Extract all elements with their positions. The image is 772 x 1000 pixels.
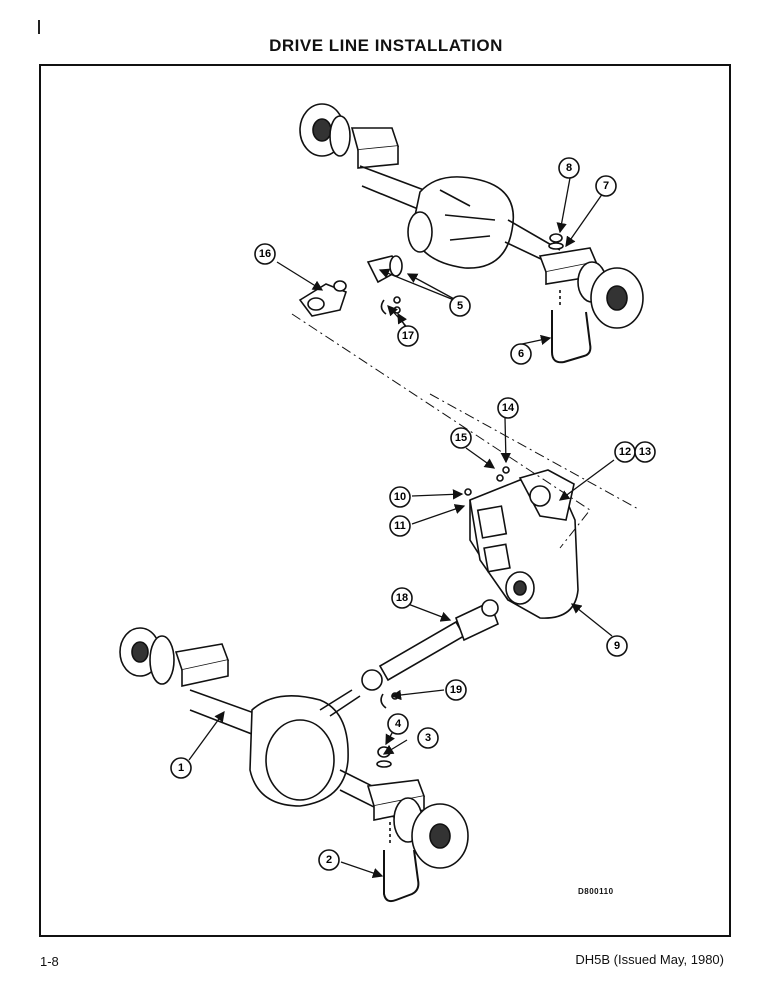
margin-mark <box>38 20 40 34</box>
callout-10: 10 <box>394 491 406 503</box>
callout-1: 1 <box>178 762 184 774</box>
callout-9: 9 <box>614 640 620 652</box>
callout-11: 11 <box>394 520 406 532</box>
callout-13: 13 <box>639 446 651 458</box>
callout-6: 6 <box>518 348 524 360</box>
callout-5: 5 <box>457 300 463 312</box>
callout-14: 14 <box>502 402 515 414</box>
page-title: DRIVE LINE INSTALLATION <box>269 36 503 55</box>
callout-4: 4 <box>395 718 402 730</box>
page-number: 1-8 <box>40 954 59 969</box>
callout-15: 15 <box>455 432 467 444</box>
leader-lines <box>188 177 615 878</box>
callout-7: 7 <box>603 180 609 192</box>
document-reference: DH5B (Issued May, 1980) <box>575 952 724 967</box>
callout-8: 8 <box>566 162 572 174</box>
callout-17: 17 <box>402 330 414 342</box>
callout-18: 18 <box>396 592 408 604</box>
callout-12: 12 <box>619 446 631 458</box>
front-axle <box>119 627 469 903</box>
drive-shaft <box>361 599 500 691</box>
callout-3: 3 <box>425 732 431 744</box>
callout-16: 16 <box>259 248 271 260</box>
rear-axle <box>299 103 644 364</box>
callout-circles <box>170 157 656 871</box>
figure-frame <box>39 64 731 937</box>
transfer-case <box>464 466 579 619</box>
callout-19: 19 <box>450 684 462 696</box>
figure-id: D800110 <box>578 887 614 896</box>
center-lines <box>291 313 641 549</box>
callout-2: 2 <box>326 854 332 866</box>
